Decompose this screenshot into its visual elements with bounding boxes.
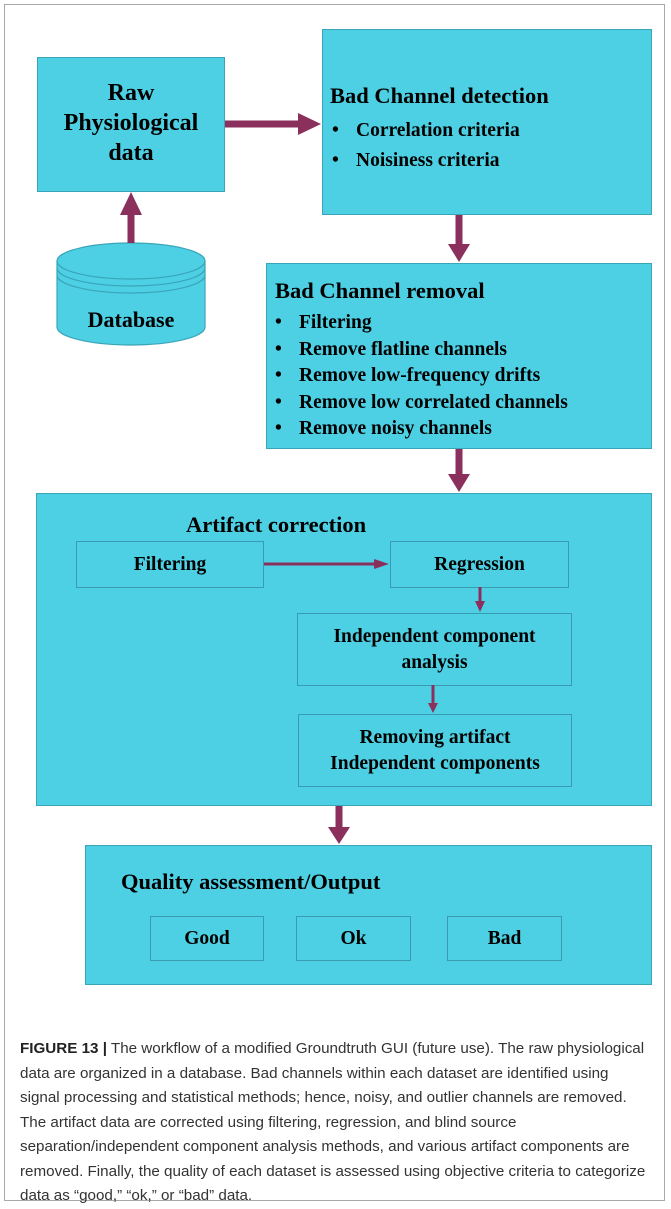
removing-line-1: Removing artifact bbox=[359, 726, 511, 748]
quality-title: Quality assessment/Output bbox=[121, 869, 381, 894]
removal-item-flatline: Remove flatline channels bbox=[275, 337, 568, 364]
regression-label: Regression bbox=[434, 553, 525, 575]
removal-list: Filtering Remove flatline channels Remov… bbox=[275, 310, 568, 443]
ok-label: Ok bbox=[340, 927, 367, 949]
bad-channel-detection-box: Bad Channel detection Correlation criter… bbox=[322, 29, 652, 215]
removal-item-low-correlated: Remove low correlated channels bbox=[275, 390, 568, 417]
database-label: Database bbox=[87, 307, 175, 332]
bad-label: Bad bbox=[487, 927, 522, 949]
removal-item-low-frequency: Remove low-frequency drifts bbox=[275, 363, 568, 390]
raw-data-line-3: data bbox=[108, 140, 154, 166]
detection-item-noisiness: Noisiness criteria bbox=[332, 146, 520, 176]
artifact-title: Artifact correction bbox=[186, 512, 367, 537]
raw-data-line-2: Physiological bbox=[63, 110, 199, 136]
removal-title: Bad Channel removal bbox=[275, 278, 485, 303]
removal-item-noisy: Remove noisy channels bbox=[275, 416, 568, 443]
arrowhead-ica-to-removing bbox=[428, 703, 438, 713]
quality-assessment-box: Quality assessment/Output Good Ok Bad bbox=[85, 845, 652, 985]
detection-title: Bad Channel detection bbox=[330, 83, 549, 108]
ica-line-2: analysis bbox=[401, 651, 468, 673]
bad-channel-removal-box: Bad Channel removal Filtering Remove fla… bbox=[266, 263, 652, 449]
artifact-filtering-box: Filtering bbox=[76, 541, 264, 588]
arrowhead-regression-to-ica bbox=[475, 601, 485, 612]
artifact-correction-box: Artifact correction Filtering Regression… bbox=[36, 493, 652, 806]
ica-line-1: Independent component bbox=[333, 625, 536, 647]
removing-artifact-box: Removing artifact Independent components bbox=[298, 714, 572, 787]
removing-line-2: Independent components bbox=[330, 752, 540, 774]
arrowhead-database-to-raw bbox=[120, 192, 142, 215]
caption-text: The workflow of a modified Groundtruth G… bbox=[20, 1040, 646, 1204]
arrowhead-raw-to-detection bbox=[298, 113, 321, 135]
detection-list: Correlation criteria Noisiness criteria bbox=[332, 116, 520, 176]
arrowhead-filtering-to-regression bbox=[374, 559, 389, 569]
figure-caption: FIGURE 13 | The workflow of a modified G… bbox=[20, 1037, 648, 1209]
ok-box: Ok bbox=[296, 916, 411, 961]
arrowhead-artifact-to-quality bbox=[328, 827, 350, 844]
removal-item-filtering: Filtering bbox=[275, 310, 568, 337]
detection-item-correlation: Correlation criteria bbox=[332, 116, 520, 146]
arrowhead-detection-to-removal bbox=[448, 244, 470, 262]
bad-box: Bad bbox=[447, 916, 562, 961]
artifact-filtering-label: Filtering bbox=[133, 553, 207, 575]
raw-data-box: Raw Physiological data bbox=[37, 57, 225, 192]
raw-data-line-1: Raw bbox=[107, 80, 155, 106]
caption-label: FIGURE 13 | bbox=[20, 1040, 107, 1057]
good-box: Good bbox=[150, 916, 264, 961]
good-label: Good bbox=[184, 927, 230, 949]
arrowhead-removal-to-artifact bbox=[448, 474, 470, 492]
